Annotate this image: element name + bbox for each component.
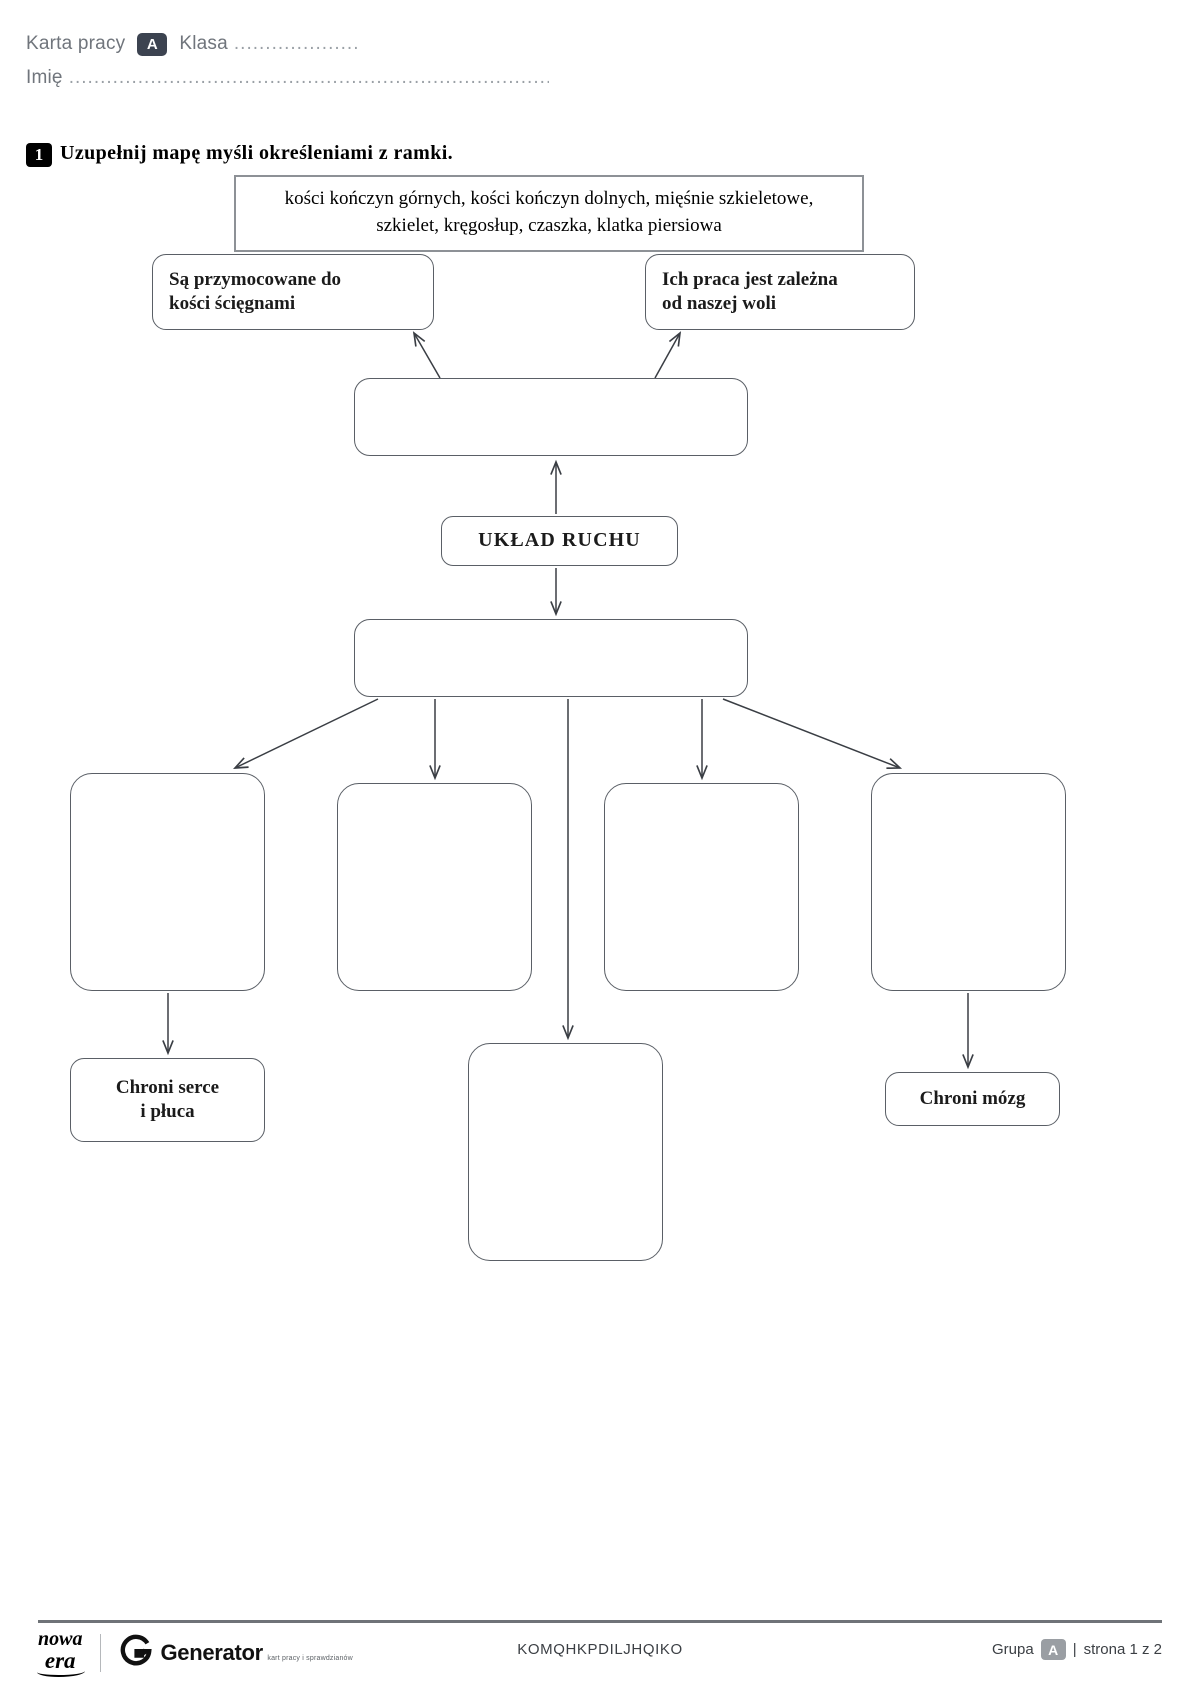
arrow-skeleton-to-part-4 (722, 698, 903, 770)
answer-box-part-3[interactable] (604, 783, 799, 991)
heart-lungs-line-1: Chroni serce (115, 1076, 220, 1098)
worksheet-label: Karta pracy (26, 33, 126, 54)
name-label: Imię (26, 67, 63, 88)
generator-wordmark: Generator kart pracy i sprawdzianów (160, 1642, 352, 1664)
footer-page-label: strona 1 z 2 (1083, 1641, 1162, 1658)
node-muscles-attached: Są przymocowane do kości ścięgnami (152, 254, 434, 330)
arrow-to-muscles-attached (412, 331, 441, 379)
answer-box-part-1[interactable] (70, 773, 265, 991)
page-footer: nowa era Generator kart pracy i sprawdzi… (37, 1620, 1162, 1690)
footer-group-label: Grupa (992, 1641, 1034, 1658)
name-input-line[interactable]: ........................................… (68, 67, 549, 88)
word-bank-box: kości kończyn górnych, kości kończyn dol… (234, 175, 864, 252)
nowa-era-swoosh-icon (37, 1666, 86, 1677)
footer-document-code: KOMQHKPDILJHQIKO (517, 1641, 683, 1658)
answer-box-part-2[interactable] (337, 783, 532, 991)
word-bank-line-1: kości kończyn górnych, kości kończyn dol… (284, 188, 814, 209)
header-row-class: Karta pracy A Klasa .................... (26, 30, 1166, 58)
node-central-topic: UKŁAD RUCHU (441, 516, 678, 566)
generator-g-icon (119, 1634, 153, 1673)
footer-divider (38, 1620, 1162, 1623)
header-row-name: Imię ...................................… (26, 64, 1166, 92)
arrow-to-muscles-will (654, 331, 682, 379)
nowa-era-line-1: nowa (38, 1628, 83, 1651)
footer-content: nowa era Generator kart pracy i sprawdzi… (37, 1623, 1162, 1683)
brain-label: Chroni mózg (919, 1087, 1026, 1109)
worksheet-header: Karta pracy A Klasa ....................… (26, 30, 1166, 92)
answer-box-part-4[interactable] (871, 773, 1066, 991)
answer-box-muscles[interactable] (354, 378, 748, 456)
footer-separator: | (1072, 1641, 1077, 1658)
nowa-era-logo: nowa era (37, 1628, 86, 1677)
group-badge: A (137, 32, 168, 56)
class-input-line[interactable]: .................... (233, 33, 360, 54)
brand-block: nowa era Generator kart pracy i sprawdzi… (37, 1626, 353, 1680)
node-brain: Chroni mózg (885, 1072, 1060, 1126)
footer-group-page: Grupa A | strona 1 z 2 (992, 1639, 1162, 1660)
muscles-will-line-1: Ich praca jest zależna (662, 268, 838, 290)
task-number-badge: 1 (26, 143, 52, 167)
heart-lungs-label: Chroni serce i płuca (71, 1076, 264, 1125)
generator-subtitle: kart pracy i sprawdzianów (267, 1655, 353, 1662)
node-muscles-attached-label: Są przymocowane do kości ścięgnami (169, 268, 341, 317)
generator-title: Generator (160, 1640, 263, 1665)
node-muscles-will: Ich praca jest zależna od naszej woli (645, 254, 915, 330)
brand-separator (100, 1634, 102, 1672)
answer-box-ribs[interactable] (468, 1043, 663, 1261)
task-heading: 1 Uzupełnij mapę myśli określeniami z ra… (26, 142, 453, 167)
footer-group-badge: A (1040, 1639, 1066, 1660)
task-instruction: Uzupełnij mapę myśli określeniami z ramk… (60, 142, 454, 164)
central-topic-label: UKŁAD RUCHU (478, 529, 641, 552)
node-muscles-will-label: Ich praca jest zależna od naszej woli (662, 268, 838, 317)
arrow-skeleton-to-part-1 (233, 698, 379, 769)
node-heart-lungs: Chroni serce i płuca (70, 1058, 265, 1142)
heart-lungs-line-2: i płuca (140, 1101, 195, 1122)
generator-logo: Generator kart pracy i sprawdzianów (119, 1634, 353, 1673)
word-bank-line-2: szkielet, kręgosłup, czaszka, klatka pie… (376, 214, 722, 236)
muscles-will-line-2: od naszej woli (662, 293, 776, 314)
muscles-attached-line-2: kości ścięgnami (169, 293, 296, 314)
class-label: Klasa (179, 33, 228, 54)
answer-box-skeleton[interactable] (354, 619, 748, 697)
muscles-attached-line-1: Są przymocowane do (169, 268, 342, 290)
